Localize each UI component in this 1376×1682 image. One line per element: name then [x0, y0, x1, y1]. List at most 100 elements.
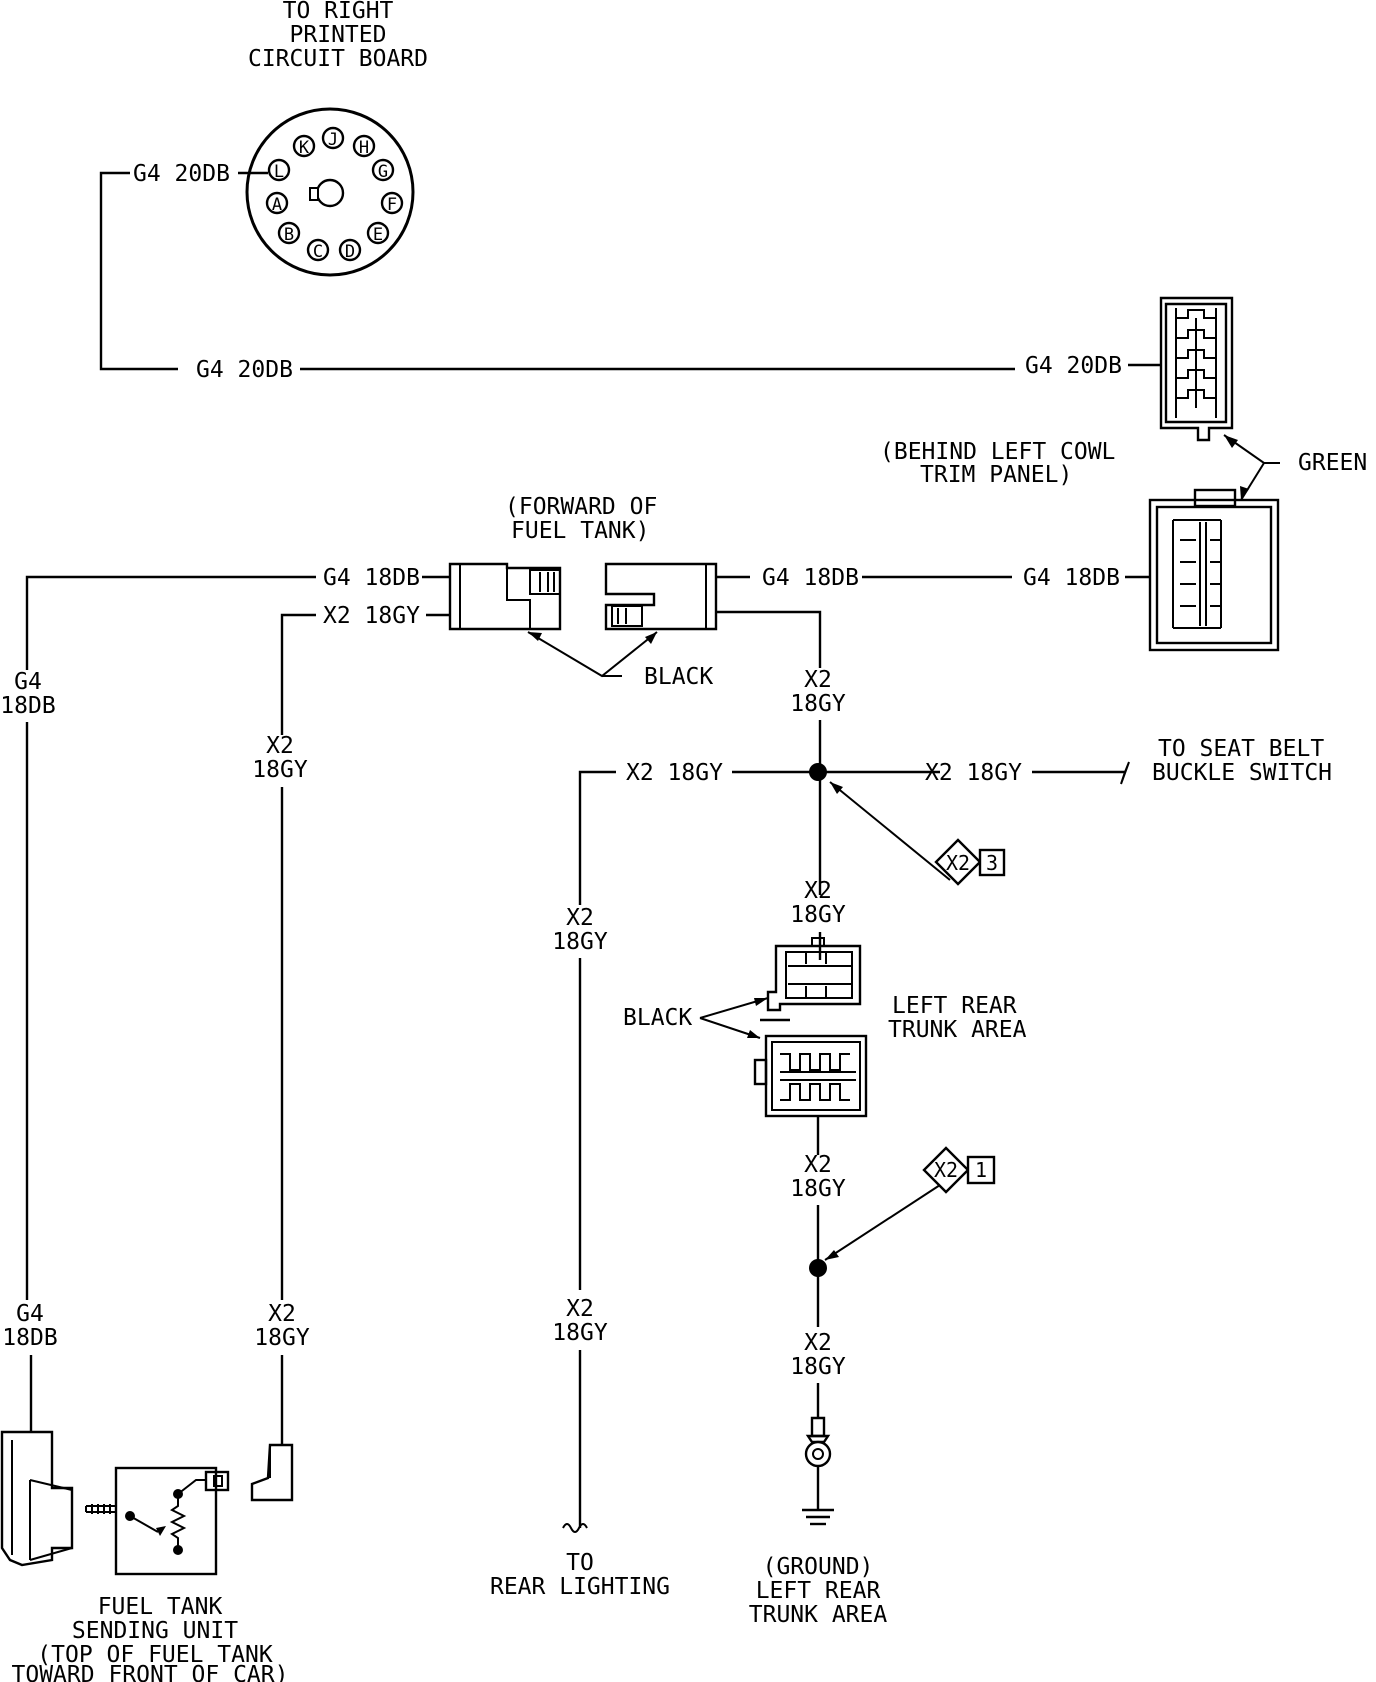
wire-label-x2-vert-5: X2: [566, 905, 594, 931]
fuel-tank-connector-left: [448, 562, 562, 631]
pin-b: B: [277, 221, 301, 245]
black-callout-lower: BLACK LEFT REAR TRUNK AREA: [623, 993, 1027, 1043]
fuel-sender-line2: SENDING UNIT: [72, 1618, 238, 1644]
rear-lighting-line2: REAR LIGHTING: [490, 1574, 670, 1600]
svg-text:FUEL TANK): FUEL TANK): [511, 518, 649, 544]
splice-callout-3: X2 3: [829, 781, 1006, 886]
wire-label-x2-18gy-left: X2 18GY: [323, 603, 420, 629]
pin-e: E: [366, 221, 390, 245]
wire-label-18gy-vert-5: 18GY: [552, 929, 608, 955]
svg-text:B: B: [284, 225, 294, 245]
splice-callout-3-id: X2: [946, 851, 970, 875]
pin-l: L: [267, 158, 291, 182]
cowl-connector-upper: [1159, 296, 1234, 442]
wire-label-18db-vert-2: 18DB: [2, 1325, 57, 1351]
rear-lighting-branch: X2 18GY X2 18GY TO REAR LIGHTING: [490, 890, 670, 1600]
pin-f: F: [380, 191, 404, 215]
wire-label-18gy-vert-3: 18GY: [790, 691, 846, 717]
wire-label-x2-vert-7: X2: [804, 1152, 832, 1178]
wire-label-x2-18gy-splice-left: X2 18GY: [626, 760, 723, 786]
wire-label-g4-18db-mid: G4 18DB: [762, 565, 859, 591]
fuel-tank-sending-unit: FUEL TANK SENDING UNIT (TOP OF FUEL TANK…: [0, 1430, 294, 1682]
black-label-lower: BLACK: [623, 1005, 692, 1031]
black-label-upper: BLACK: [644, 664, 713, 690]
g4-18db-circuit: G4 18DB G4 18DB G4 18DB G4 18DB G4 18DB: [0, 565, 1150, 1432]
fuel-sender-line3: (TOP OF FUEL TANK: [37, 1642, 273, 1668]
splice-callout-3-num: 3: [986, 851, 998, 875]
pcb-connector-center: [315, 178, 345, 208]
svg-text:K: K: [299, 138, 310, 158]
wire-label-x2-vert-3: X2: [804, 667, 832, 693]
wire-label-x2-vert-2: X2: [268, 1301, 296, 1327]
svg-text:L: L: [274, 162, 284, 182]
wire-label-x2-vert-4: X2: [804, 878, 832, 904]
wire-label-g4-18db-right: G4 18DB: [1023, 565, 1120, 591]
pcb-connector-pins: K J H L G A F B E C D: [265, 126, 404, 262]
trunk-connector-lower: [753, 1018, 868, 1118]
pin-a: A: [265, 191, 289, 215]
green-callout: GREEN: [1223, 434, 1367, 501]
pin-d: D: [338, 238, 362, 262]
svg-text:J: J: [328, 130, 338, 150]
pcb-title-line2: PRINTED: [290, 22, 387, 48]
x2-18gy-ground-circuit: X2 18GY X2 18GY (GROUND) LEFT REAR TRUNK…: [749, 1116, 887, 1628]
wire-label-g4-vert-2: G4: [16, 1301, 44, 1327]
cowl-connector-lower: [1148, 488, 1280, 652]
pcb-connector-group: TO RIGHT PRINTED CIRCUIT BOARD K J H L G…: [245, 0, 428, 277]
wire-label-x2-vert-6: X2: [566, 1296, 594, 1322]
wire-label-18gy-vert-4: 18GY: [790, 902, 846, 928]
pin-j: J: [321, 126, 345, 150]
wire-label-g4-20db-top: G4 20DB: [133, 161, 230, 187]
pcb-title-line3: CIRCUIT BOARD: [248, 46, 428, 72]
svg-text:A: A: [272, 195, 282, 215]
splice-lower: [809, 1259, 827, 1277]
splice-callout-1-id: X2: [934, 1158, 958, 1182]
left-rear-trunk-line2: TRUNK AREA: [888, 1017, 1027, 1043]
wire-label-18gy-vert-1: 18GY: [252, 757, 308, 783]
cowl-location-label: (BEHIND LEFT COWL TRIM PANEL): [880, 439, 1115, 488]
svg-text:H: H: [359, 138, 369, 158]
wire-label-g4-18db-left: G4 18DB: [323, 565, 420, 591]
pin-k: K: [292, 134, 316, 158]
wire-label-18gy-vert-2: 18GY: [254, 1325, 310, 1351]
pin-g: G: [371, 158, 395, 182]
wire-label-x2-18gy-splice-right: X2 18GY: [925, 760, 1022, 786]
svg-text:TRIM PANEL): TRIM PANEL): [920, 462, 1072, 488]
wire-label-g4-20db-right: G4 20DB: [1025, 353, 1122, 379]
ground-line1: (GROUND): [763, 1554, 874, 1580]
wire-label-x2-vert-8: X2: [804, 1330, 832, 1356]
ground-symbol-icon: [802, 1508, 834, 1526]
svg-text:E: E: [373, 225, 383, 245]
wire-label-18gy-vert-8: 18GY: [790, 1354, 846, 1380]
green-label: GREEN: [1298, 450, 1367, 476]
svg-text:F: F: [387, 195, 397, 215]
svg-text:(BEHIND LEFT COWL: (BEHIND LEFT COWL: [880, 439, 1115, 465]
splice-callout-1-num: 1: [975, 1158, 987, 1182]
wire-label-x2-vert-1: X2: [266, 733, 294, 759]
pcb-title-line1: TO RIGHT: [283, 0, 394, 24]
svg-text:G: G: [378, 162, 388, 182]
fuel-tank-connector-label: (FORWARD OF FUEL TANK): [505, 494, 657, 544]
wire-label-18gy-vert-7: 18GY: [790, 1176, 846, 1202]
wire-label-18db-vert-1: 18DB: [0, 693, 55, 719]
wire-label-g4-vert-1: G4: [14, 669, 42, 695]
rear-lighting-line1: TO: [566, 1550, 594, 1576]
x2-18gy-sender-circuit: X2 18GY X2 18GY X2 18GY: [252, 603, 450, 1445]
splice-callout-1: X2 1: [824, 1146, 996, 1261]
g4-20db-circuit: G4 20DB G4 20DB G4 20DB: [99, 161, 1161, 383]
seat-belt-line1: TO SEAT BELT: [1158, 736, 1324, 762]
pin-h: H: [352, 134, 376, 158]
svg-text:(FORWARD OF: (FORWARD OF: [505, 494, 657, 520]
fuel-sender-line1: FUEL TANK: [98, 1594, 223, 1620]
black-callout-upper: BLACK: [527, 631, 713, 690]
seat-belt-line2: BUCKLE SWITCH: [1152, 760, 1332, 786]
wire-label-18gy-vert-6: 18GY: [552, 1320, 608, 1346]
x2-18gy-main-circuit: X2 18GY X2 18GY X2 18GY TO SEAT BELT BUC…: [578, 610, 1332, 960]
pin-c: C: [306, 238, 330, 262]
wire-label-g4-20db-left: G4 20DB: [196, 357, 293, 383]
left-rear-trunk-line1: LEFT REAR: [892, 993, 1017, 1019]
trunk-connector-upper: [766, 937, 862, 1012]
fuel-tank-connector-right: [604, 562, 718, 631]
fuel-sender-line4: TOWARD FRONT OF CAR): [12, 1662, 289, 1682]
